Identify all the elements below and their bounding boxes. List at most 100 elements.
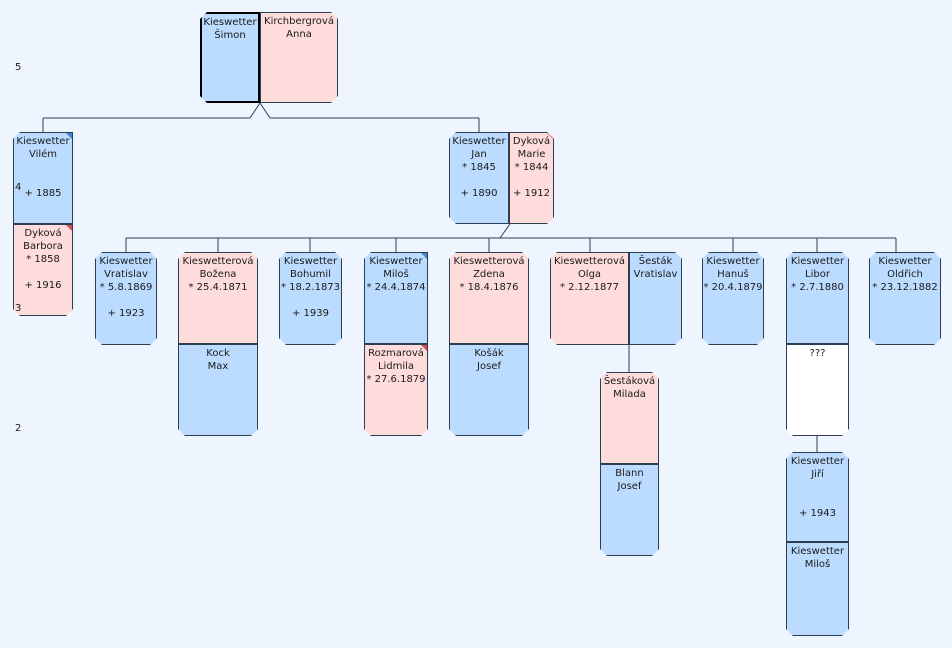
person-text-line: Kieswetter	[790, 256, 845, 267]
person-text-line: Lidmila	[377, 361, 415, 372]
person-text-line: * 2.12.1877	[559, 282, 620, 293]
line-spacer	[787, 481, 848, 494]
person-text-line: Kieswetter	[790, 456, 845, 467]
generation-label: 2	[15, 423, 22, 434]
person-text-line: Kieswetter	[706, 256, 760, 267]
line-spacer	[96, 294, 156, 307]
person-text-line: Oldřich	[887, 269, 923, 280]
person-text-line: Blann	[615, 468, 644, 479]
person-text-line: Zdena	[473, 269, 505, 280]
person-text-line: Miloš	[804, 559, 831, 570]
person-text-line: Dyková	[24, 228, 62, 239]
corner-marker-icon	[421, 345, 427, 351]
person-text-line: * 5.8.1869	[99, 282, 153, 293]
person-text-line: Rozmarová	[368, 348, 424, 359]
person-text-line: Vilém	[28, 149, 58, 160]
person-text-line: Kieswetterová	[453, 256, 525, 267]
person-text-line: Kieswetter	[369, 256, 423, 267]
person-text-line: * 25.4.1871	[188, 282, 248, 293]
person-text-line: + 1916	[24, 280, 62, 291]
person-text-line: Josef	[477, 361, 501, 372]
person-text-line: * 24.4.1874	[366, 282, 426, 293]
generation-label: 5	[15, 62, 22, 73]
line-spacer	[787, 494, 848, 507]
person-text-line: Kock	[206, 348, 230, 359]
person-text-line: Barbora	[23, 241, 63, 252]
person-text-line: * 23.12.1882	[872, 282, 938, 293]
person-text-line: * 18.4.1876	[459, 282, 519, 293]
person-text-line: + 1890	[460, 188, 498, 199]
person-text-line: Olga	[577, 269, 602, 280]
person-text-line: * 1845	[462, 162, 496, 173]
person-text-line: Miloš	[383, 269, 409, 280]
person-text-line: Josef	[617, 481, 642, 492]
person-text-line: Kieswetter	[99, 256, 153, 267]
connector-line	[259, 102, 271, 119]
person-text-line: + 1885	[24, 188, 62, 199]
person-text-line: ???	[809, 348, 826, 359]
person-text-line: Marie	[517, 149, 546, 160]
person-text-line: Kirchbergrová	[264, 16, 334, 27]
person-text-line: Kieswetter	[452, 136, 506, 147]
person-text-line: * 18.2.1873	[280, 282, 341, 293]
person-text-line: Max	[207, 361, 229, 372]
person-text-line: Kieswetter	[283, 256, 338, 267]
corner-marker-icon	[547, 133, 553, 139]
side-label: 4	[15, 182, 22, 193]
person-text-line: * 1858	[26, 254, 60, 265]
person-text-line: + 1943	[798, 508, 836, 519]
person-text-line: Šestáková	[603, 376, 656, 387]
person-text-line: Božena	[199, 269, 237, 280]
person-text-line: Kieswetter	[878, 256, 932, 267]
person-unknown-spouse[interactable]: ???	[786, 344, 849, 436]
line-spacer	[14, 174, 72, 187]
person-text-line: * 20.4.1879	[703, 282, 763, 293]
person-text-line: + 1912	[512, 188, 550, 199]
line-spacer	[14, 266, 72, 279]
person-text-line: Anna	[286, 29, 312, 40]
side-label: 3	[15, 303, 22, 314]
person-text-line: Kieswetter	[16, 136, 70, 147]
person-text-line: Kieswetterová	[182, 256, 254, 267]
person-text-line: Libor	[805, 269, 830, 280]
person-text-line: Vratislav	[104, 269, 148, 280]
person-text-line: * 2.7.1880	[791, 282, 844, 293]
line-spacer	[280, 294, 341, 307]
line-spacer	[450, 174, 508, 187]
connector-line	[499, 223, 511, 239]
person-text-line: + 1939	[291, 308, 329, 319]
person-text-line: * 27.6.1879	[366, 374, 426, 385]
corner-marker-icon	[66, 225, 72, 231]
connector-line	[249, 102, 261, 119]
person-text-line: Šesták	[638, 256, 673, 267]
person-text-line: * 1844	[514, 162, 549, 173]
person-text-line: Hanuš	[717, 269, 749, 280]
person-text-line: Jiří	[811, 469, 824, 480]
person-text-line: Kieswetterová	[553, 256, 626, 267]
person-text-line: Jan	[471, 149, 487, 160]
